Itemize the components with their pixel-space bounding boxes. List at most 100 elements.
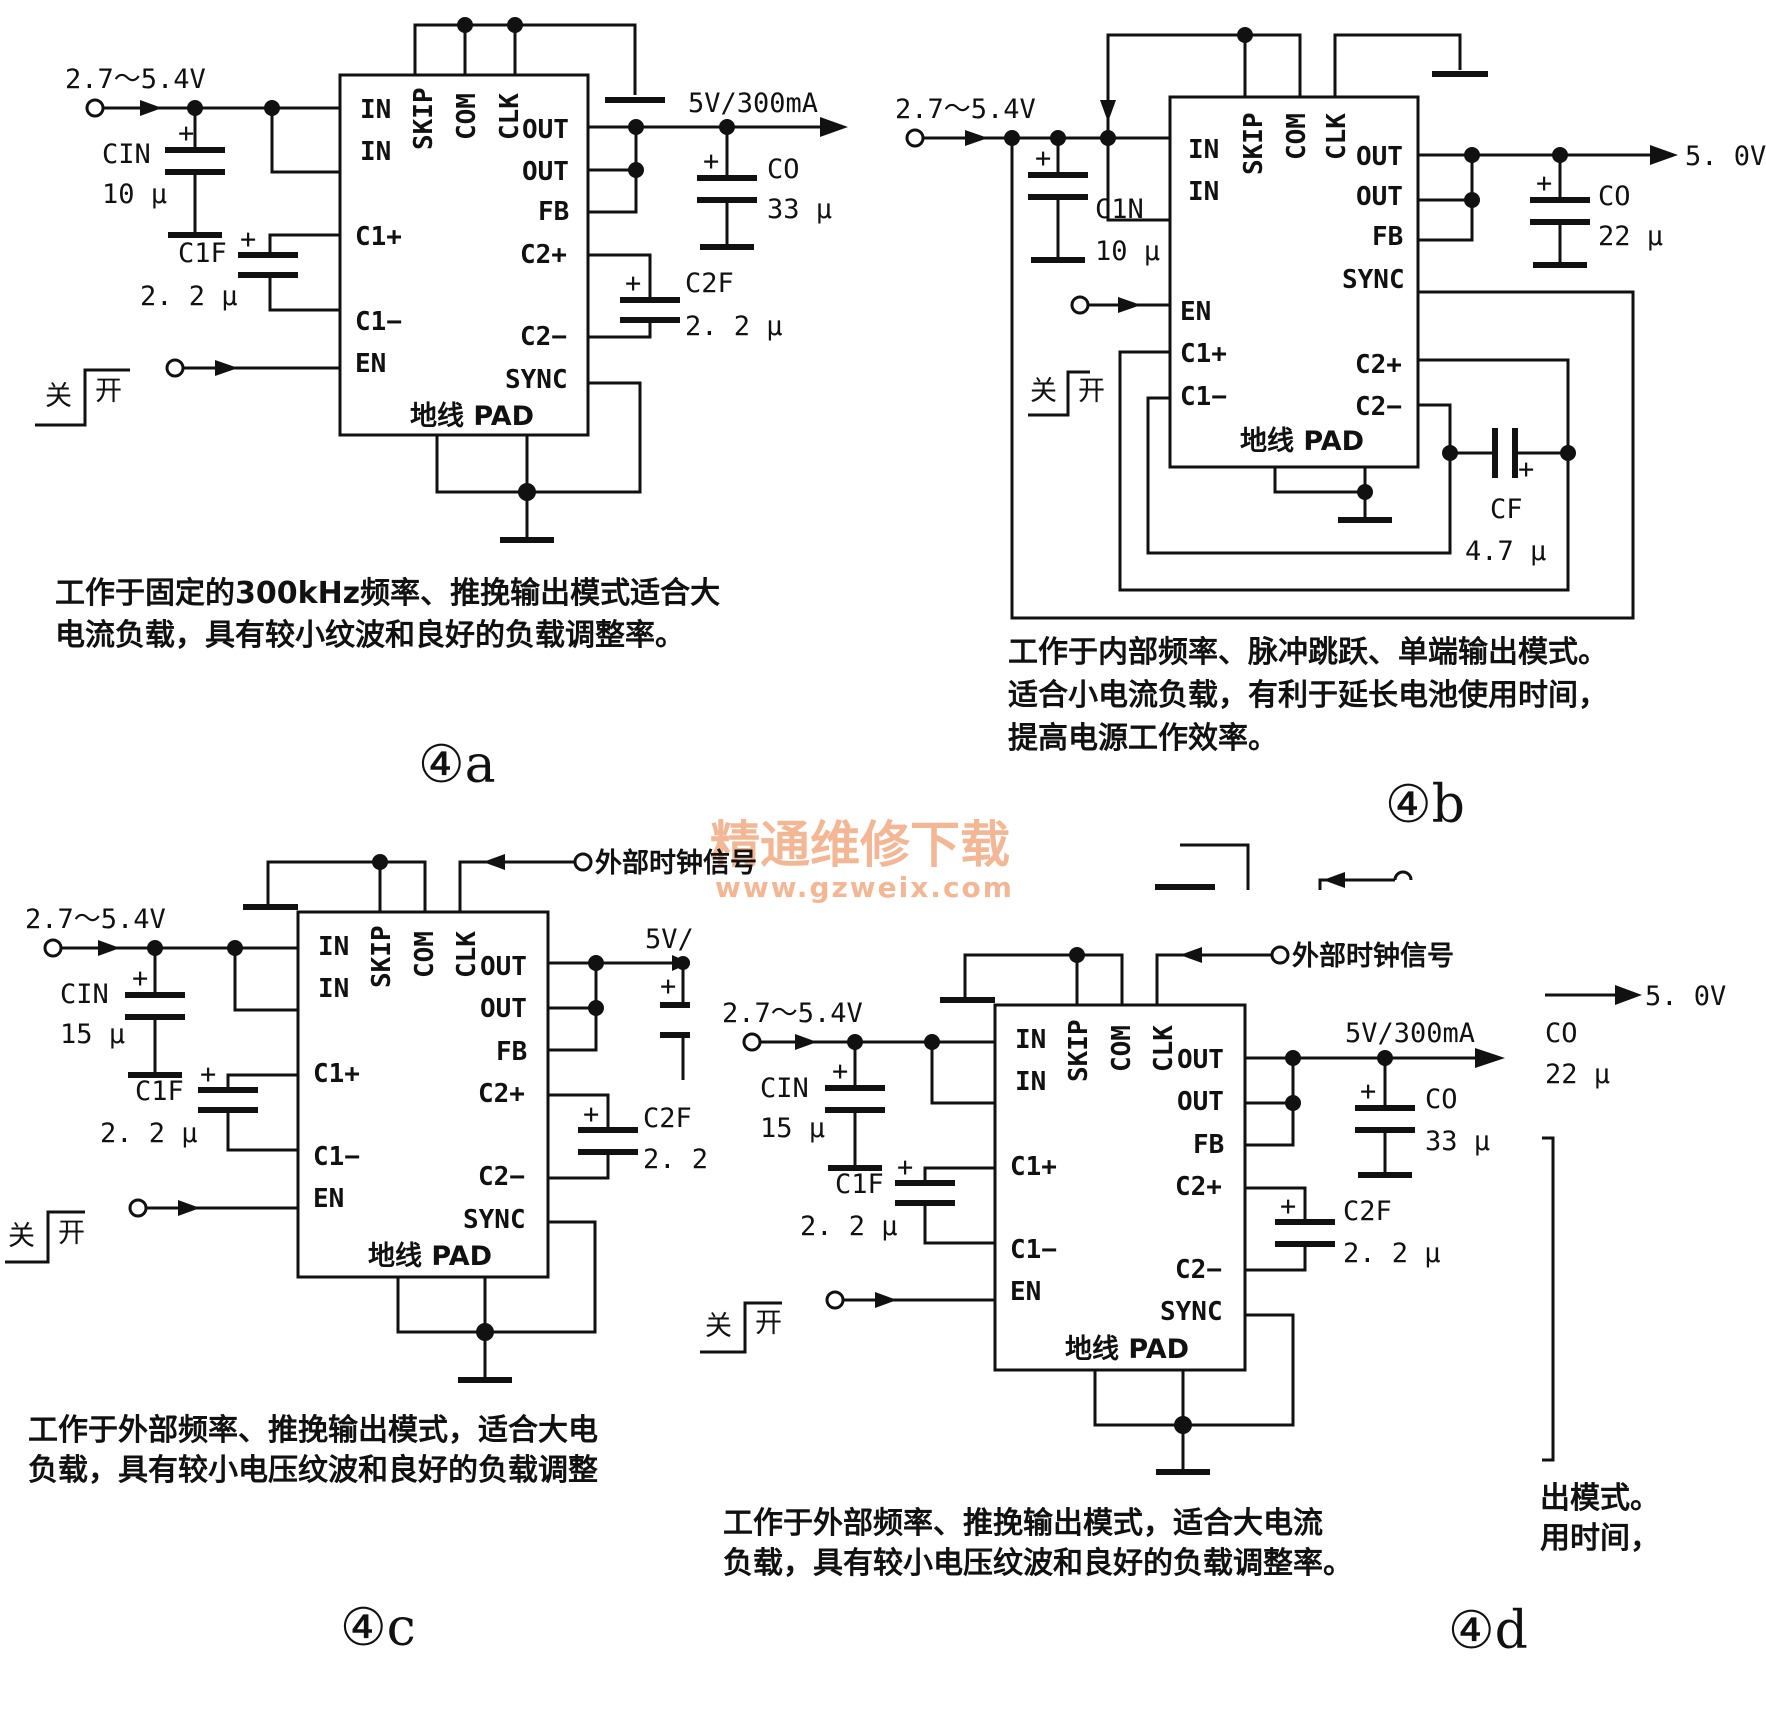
fragment-desc-2: 用时间， [1540, 1521, 1660, 1556]
cf-name-b: CF [1490, 494, 1523, 525]
wire [588, 170, 638, 214]
c2f-value-a: 2. 2 μ [685, 311, 783, 342]
pin-en: EN [1180, 297, 1211, 327]
wire [1273, 467, 1365, 494]
watermark-url: www.gzweix.com [715, 871, 1014, 904]
figure-label-d: ④d [1448, 1601, 1528, 1661]
pin-c2p: C2+ [1355, 350, 1402, 380]
vin-terminal-b [905, 128, 925, 148]
c2f-name-a: C2F [685, 268, 734, 299]
pin-skip: SKIP [367, 925, 397, 988]
desc-c-line-1: 工作于外部频率、推挽输出模式，适合大电 [28, 1413, 598, 1448]
pin-com: COM [452, 93, 482, 140]
vin-label-c: 2.7～5.4V [25, 904, 166, 935]
arrow [1475, 1048, 1505, 1068]
node [1357, 484, 1373, 500]
switch-on-a: 开 [95, 376, 122, 407]
vout-label-d: 5V/300mA [1345, 1018, 1475, 1049]
fragment-co-name: CO [1545, 1018, 1578, 1049]
pin-in-1: IN [318, 932, 349, 962]
pin-gnd-pad: 地线 PAD [368, 1241, 492, 1272]
wire [1245, 1186, 1307, 1222]
figure-a: IN IN C1+ C1− EN OUT OUT FB C2+ C2− SYNC… [35, 17, 848, 795]
pin-com: COM [1107, 1025, 1137, 1072]
overlap-fragment: 5. 0V CO 22 μ 出模式。 用时间， [1155, 843, 1726, 1556]
vout-label-c: 5V/ [645, 924, 694, 955]
plus: + [703, 146, 719, 177]
pin-c1m: C1− [1010, 1235, 1057, 1265]
pin-fb: FB [1193, 1130, 1224, 1160]
plus: + [1536, 168, 1552, 199]
pin-clk: CLK [1149, 1025, 1179, 1072]
cin-name-c: CIN [60, 979, 109, 1010]
wire-skip-top [413, 23, 637, 95]
pin-out-2: OUT [1177, 1087, 1224, 1117]
pin-clk: CLK [452, 931, 482, 978]
wire-sync [435, 381, 642, 494]
pin-c2p: C2+ [478, 1079, 525, 1109]
wire [588, 320, 652, 339]
plus: + [200, 1059, 216, 1090]
c1f-name-d: C1F [835, 1169, 884, 1200]
pin-en: EN [1010, 1277, 1041, 1307]
pin-in-1: IN [1015, 1025, 1046, 1055]
node [1560, 445, 1576, 461]
wire-skip [266, 860, 427, 912]
switch-on-c: 开 [58, 1218, 85, 1249]
wire [1318, 878, 1395, 890]
plus: + [1360, 1076, 1376, 1107]
plus: + [1035, 143, 1051, 174]
wire [1180, 843, 1250, 890]
cin-value-c: 15 μ [60, 1019, 125, 1050]
plus: + [240, 224, 256, 255]
figure-d: IN IN C1+ C1− EN OUT OUT FB C2+ C2− SYNC… [700, 940, 1528, 1661]
arrow [140, 100, 162, 116]
cin-value-b: 10 μ [1095, 236, 1160, 267]
desc-d-line-1: 工作于外部频率、推挽输出模式，适合大电流 [723, 1506, 1323, 1541]
vin-terminal-a [85, 98, 105, 118]
pin-en: EN [355, 349, 386, 379]
wire [1418, 200, 1474, 242]
switch-d [700, 1301, 782, 1354]
vin-terminal-c [43, 938, 63, 958]
node [1442, 445, 1458, 461]
pin-sync: SYNC [1342, 265, 1405, 295]
pin-sync: SYNC [463, 1205, 526, 1235]
plus: + [178, 118, 194, 149]
wire-sync [396, 1220, 597, 1334]
node [476, 1323, 494, 1341]
clock-label-d: 外部时钟信号 [1292, 940, 1454, 972]
arrow [1118, 297, 1141, 313]
co-value-a: 33 μ [767, 194, 832, 225]
en-terminal-b [1070, 295, 1090, 315]
switch-on-d: 开 [755, 1308, 782, 1339]
node [507, 17, 523, 33]
c1f-value-d: 2. 2 μ [800, 1211, 898, 1242]
plus: + [832, 1056, 848, 1087]
vin-label-b: 2.7～5.4V [895, 94, 1036, 125]
node [1174, 1416, 1192, 1434]
pin-clk: CLK [1322, 113, 1352, 160]
wire-in2 [1106, 138, 1170, 222]
arrow [1615, 985, 1642, 1005]
desc-b-line-2: 适合小电流负载，有利于延长电池使用时间， [1008, 678, 1608, 713]
co-value-b: 22 μ [1598, 221, 1663, 252]
node [1069, 947, 1085, 963]
pin-fb: FB [496, 1037, 527, 1067]
c2f-name-c: C2F [643, 1103, 692, 1134]
arrow [795, 1034, 817, 1050]
co-name-a: CO [767, 154, 800, 185]
cin-name-b: C1N [1095, 194, 1144, 225]
c2f-value-d: 2. 2 μ [1343, 1238, 1441, 1269]
wire [588, 127, 638, 172]
arrow [98, 940, 120, 956]
wire [1245, 1058, 1295, 1105]
switch-off-c: 关 [8, 1221, 35, 1252]
wire-clk [458, 860, 575, 912]
wire [548, 1093, 610, 1130]
desc-b-line-3: 提高电源工作效率。 [1008, 721, 1278, 756]
pin-com: COM [410, 931, 440, 978]
switch-off-a: 关 [45, 381, 72, 412]
wire-clk [1155, 953, 1272, 1005]
